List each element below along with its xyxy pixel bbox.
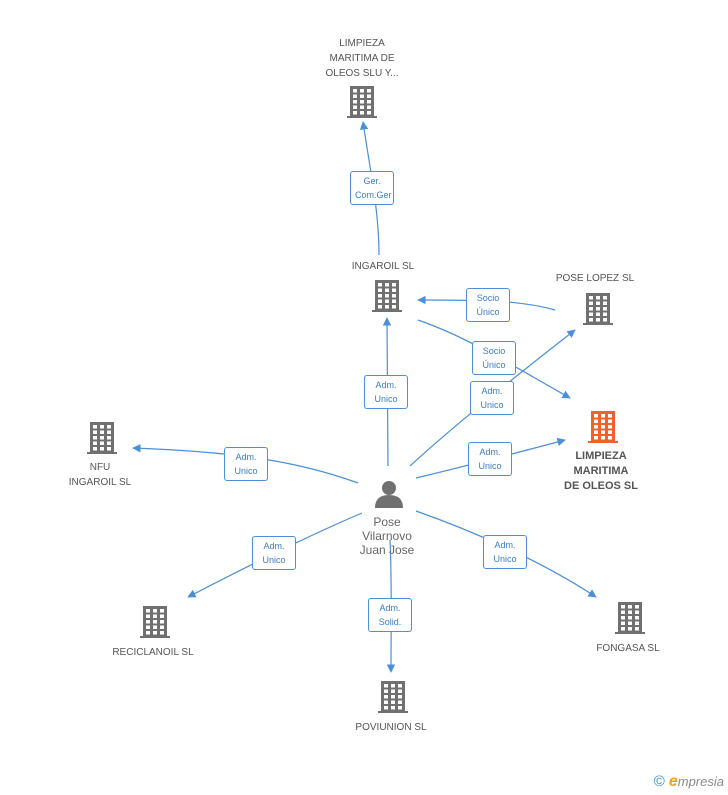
node-label-fongasa[interactable]: FONGASA SL — [596, 643, 660, 654]
edge-label-person-to-pose_lopez[interactable]: Adm. Unico — [470, 381, 514, 415]
brand-logo: empresia — [668, 773, 724, 790]
edge-label-person-to-fongasa[interactable]: Adm. Unico — [483, 535, 527, 569]
node-label-pose_lopez[interactable]: POSE LOPEZ SL — [555, 273, 635, 284]
building-icon[interactable] — [347, 86, 377, 118]
node-label-limpieza_slu[interactable]: LIMPIEZA MARITIMA DE OLEOS SLU Y... — [325, 38, 399, 79]
node-label-ingaroil[interactable]: INGAROIL SL — [351, 261, 415, 272]
building-icon[interactable] — [372, 280, 402, 312]
person-icon[interactable] — [375, 481, 403, 508]
edge-label-person-to-ingaroil[interactable]: Adm. Unico — [364, 375, 408, 409]
building-icon[interactable] — [140, 606, 170, 638]
node-label-limpieza_main[interactable]: LIMPIEZA MARITIMA DE OLEOS SL — [564, 450, 638, 492]
node-label-poviunion[interactable]: POVIUNION SL — [355, 722, 427, 733]
edge-label-person-to-reciclanoil[interactable]: Adm. Unico — [252, 536, 296, 570]
building-icon[interactable] — [583, 293, 613, 325]
edge-label-person-to-nfu[interactable]: Adm. Unico — [224, 447, 268, 481]
edge-label-pose_lopez-to-ingaroil[interactable]: Socio Único — [466, 288, 510, 322]
building-icon[interactable] — [588, 411, 618, 443]
building-icon[interactable] — [87, 422, 117, 454]
edge-label-person-to-limpieza_main[interactable]: Adm. Unico — [468, 442, 512, 476]
building-icon[interactable] — [378, 681, 408, 713]
edge-label-person-to-poviunion[interactable]: Adm. Solid. — [368, 598, 412, 632]
copyright-icon: © — [653, 773, 665, 790]
node-label-nfu[interactable]: NFU INGAROIL SL — [68, 462, 132, 488]
edge-label-ingaroil-to-limpieza_main[interactable]: Socio Único — [472, 341, 516, 375]
edge-label-ingaroil-to-limpieza_slu[interactable]: Ger. Com.Ger — [350, 171, 394, 205]
building-icon[interactable] — [615, 602, 645, 634]
node-label-reciclanoil[interactable]: RECICLANOIL SL — [112, 647, 194, 658]
empresia-footer[interactable]: ©empresia — [654, 773, 724, 791]
icons-layer — [87, 86, 645, 713]
node-label-person[interactable]: Pose Vilarnovo Juan Jose — [359, 515, 415, 557]
